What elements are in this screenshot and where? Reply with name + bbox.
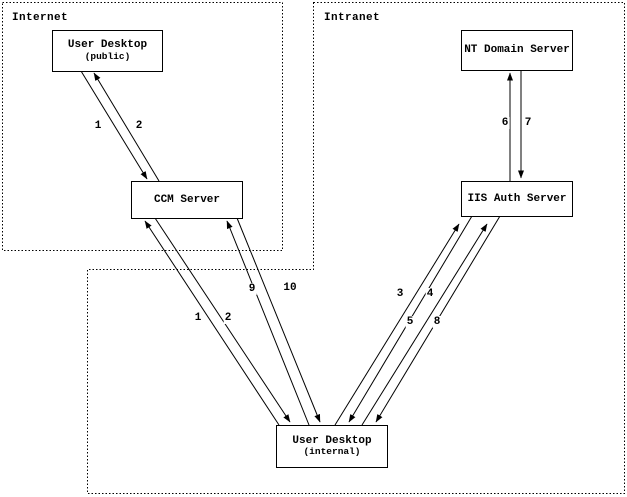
node-subtitle: (internal): [303, 446, 361, 458]
edge-label-1-user-desktop-public-to-ccm-server: 1: [93, 120, 103, 132]
edge-5-user-desktop-internal-to-iis-auth-server: [361, 223, 488, 426]
region-outline-internet: [2, 2, 283, 251]
edge-1-user-desktop-public-to-ccm-server: [80, 70, 148, 180]
edge-label-10-ccm-server-to-user-desktop-internal: 10: [282, 282, 298, 294]
edge-1-user-desktop-internal-to-ccm-server: [144, 220, 280, 426]
node-subtitle: (public): [84, 50, 131, 62]
edge-label-3-user-desktop-internal-to-iis-auth-server: 3: [395, 288, 405, 300]
edge-10-ccm-server-to-user-desktop-internal: [236, 217, 321, 423]
edge-label-9-user-desktop-internal-to-ccm-server: 9: [247, 283, 257, 295]
node-ccm-server: CCM Server: [131, 181, 243, 219]
edge-9-user-desktop-internal-to-ccm-server: [226, 220, 310, 426]
edge-3-user-desktop-internal-to-iis-auth-server: [334, 223, 460, 426]
edge-label-2-ccm-server-to-user-desktop-internal: 2: [223, 312, 233, 324]
edge-label-6-iis-auth-server-to-nt-domain-server: 6: [500, 117, 510, 129]
edge-label-4-iis-auth-server-to-user-desktop-internal: 4: [425, 288, 435, 300]
node-title: User Desktop: [67, 39, 148, 52]
edge-lines: [80, 70, 524, 426]
edge-label-1-user-desktop-internal-to-ccm-server: 1: [193, 312, 203, 324]
region-label-internet: Internet: [12, 12, 69, 24]
node-nt-domain-server: NT Domain Server: [461, 30, 573, 71]
edge-label-5-user-desktop-internal-to-iis-auth-server: 5: [405, 316, 415, 328]
edge-label-8-iis-auth-server-to-user-desktop-internal: 8: [432, 316, 442, 328]
node-user-desktop-public: User Desktop (public): [52, 30, 163, 72]
node-title: NT Domain Server: [464, 44, 570, 57]
edge-2-ccm-server-to-user-desktop-internal: [154, 217, 291, 423]
region-label-intranet: Intranet: [324, 12, 381, 24]
node-title: CCM Server: [153, 193, 220, 206]
region-outline-intranet: [87, 2, 625, 494]
node-user-desktop-internal: User Desktop (internal): [276, 425, 388, 468]
node-iis-auth-server: IIS Auth Server: [461, 181, 573, 217]
edge-label-2-ccm-server-to-user-desktop-public: 2: [134, 120, 144, 132]
edge-2-ccm-server-to-user-desktop-public: [93, 72, 160, 182]
node-title: IIS Auth Server: [467, 192, 567, 205]
node-title: User Desktop: [292, 434, 372, 447]
edge-label-7-nt-domain-server-to-iis-auth-server: 7: [523, 117, 533, 129]
